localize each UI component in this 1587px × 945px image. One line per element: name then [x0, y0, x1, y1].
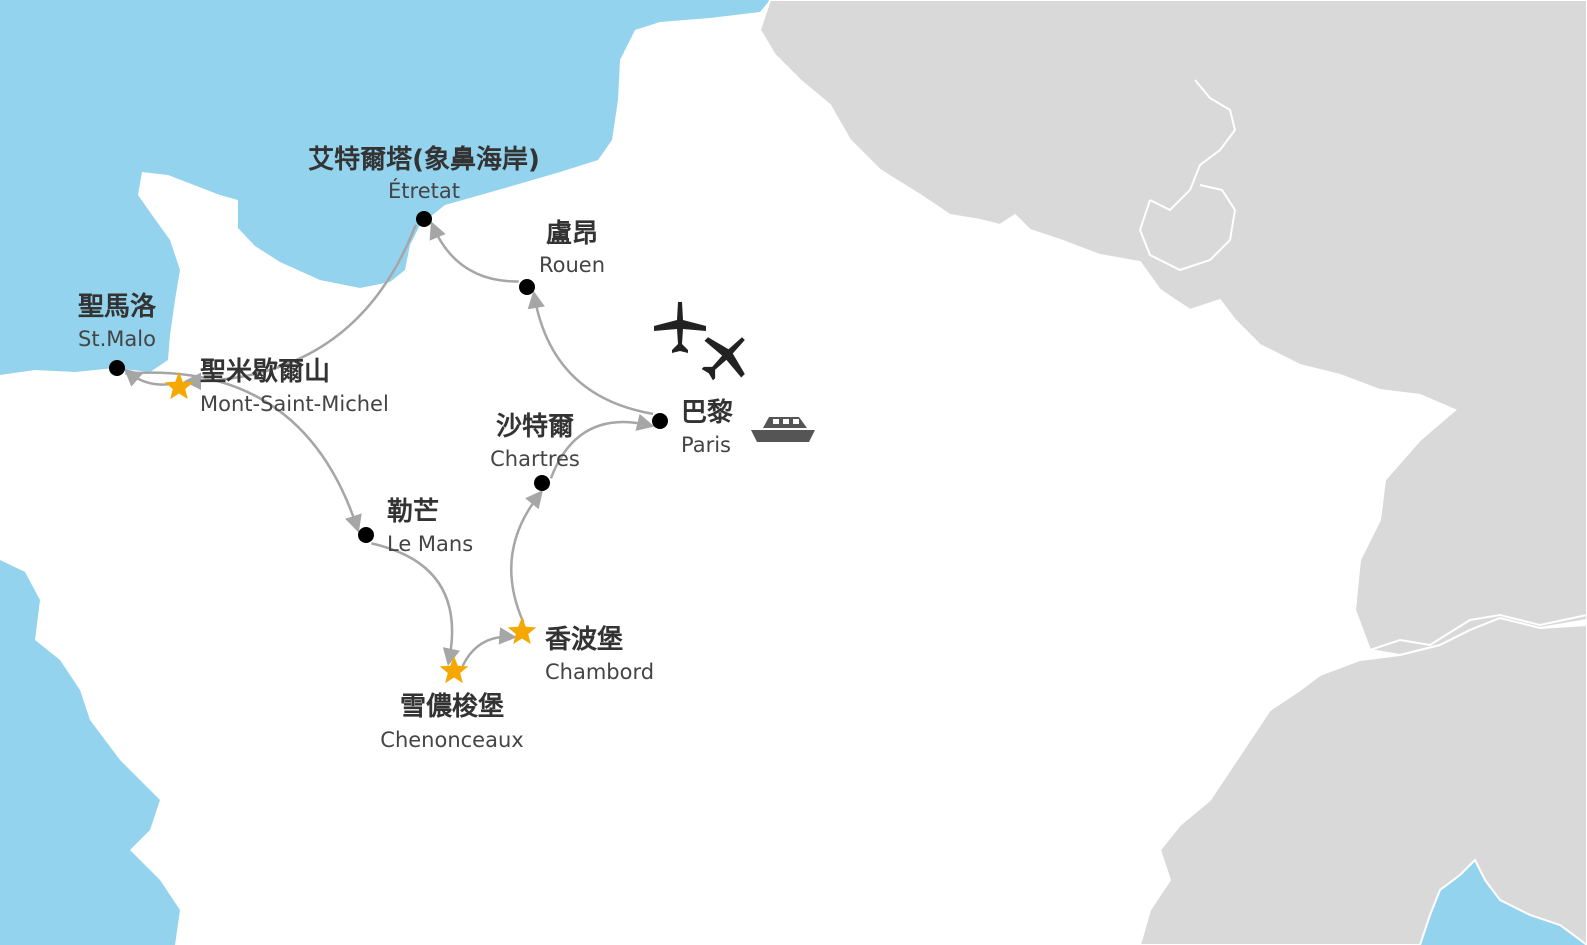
stop-label-paris-en: Paris	[681, 433, 731, 457]
stop-label-le-mans-zh: 勒芒	[387, 497, 440, 527]
city-dot-le-mans	[358, 527, 374, 543]
route-arc-chenonceaux-to-chambord	[461, 627, 517, 667]
city-dot-st-malo	[109, 360, 125, 376]
stop-label-st-malo-en: St.Malo	[78, 327, 156, 351]
neighboring-countries	[758, 0, 1587, 945]
swiss-border	[1369, 613, 1587, 651]
airplane-icon	[654, 302, 706, 353]
stop-label-rouen-zh: 盧昂	[545, 219, 599, 249]
airplane-icon	[701, 337, 745, 381]
route-arc-chartres-to-paris	[549, 413, 655, 479]
route-arc-etretat-to-mont-saint-michel	[183, 224, 417, 391]
ship-icon	[751, 417, 815, 442]
city-dot-chartres	[534, 475, 550, 491]
city-dot-rouen	[519, 279, 535, 295]
route-arc-le-mans-to-chenonceaux	[371, 542, 460, 667]
stop-label-etretat-zh: 艾特爾塔(象鼻海岸)	[308, 145, 540, 175]
stop-markers	[109, 211, 668, 684]
route-arc-st-malo-to-le-mans	[125, 371, 362, 533]
stop-label-mont-saint-michel-en: Mont-Saint-Michel	[200, 392, 389, 416]
stop-label-chartres-zh: 沙特爾	[495, 412, 575, 442]
route-arc-chambord-to-chartres	[509, 490, 543, 623]
stop-label-chartres-en: Chartres	[490, 447, 580, 471]
stop-label-chenonceaux-zh: 雪儂梭堡	[399, 692, 505, 722]
stop-label-etretat-en: Étretat	[388, 179, 460, 203]
english-channel-sea	[0, 0, 770, 375]
belgium-border	[1138, 184, 1237, 272]
luxembourg-border	[1149, 79, 1237, 212]
route-arc-paris-to-rouen	[527, 290, 654, 416]
neighbor-land-southeast	[1138, 616, 1587, 945]
stop-label-rouen-en: Rouen	[538, 253, 606, 277]
stop-label-chambord-zh: 香波堡	[545, 625, 624, 655]
city-dot-paris	[652, 413, 668, 429]
star-marker-chenonceaux	[439, 656, 469, 684]
stop-label-chenonceaux-en: Chenonceaux	[380, 728, 524, 752]
stop-label-chambord-en: Chambord	[545, 660, 655, 684]
stop-label-mont-saint-michel-zh: 聖米歇爾山	[200, 357, 331, 387]
star-marker-mont-saint-michel	[164, 372, 194, 400]
route-arc-rouen-to-etretat	[429, 221, 519, 283]
route-arcs	[123, 221, 655, 667]
stop-label-st-malo-zh: 聖馬洛	[77, 292, 157, 322]
star-marker-chambord	[507, 617, 537, 645]
atlantic-sea	[0, 560, 180, 945]
neighbor-land-east	[758, 0, 1587, 657]
stop-label-le-mans-en: Le Mans	[387, 532, 474, 556]
stop-label-paris-zh: 巴黎	[681, 398, 734, 428]
city-dot-etretat	[416, 211, 432, 227]
